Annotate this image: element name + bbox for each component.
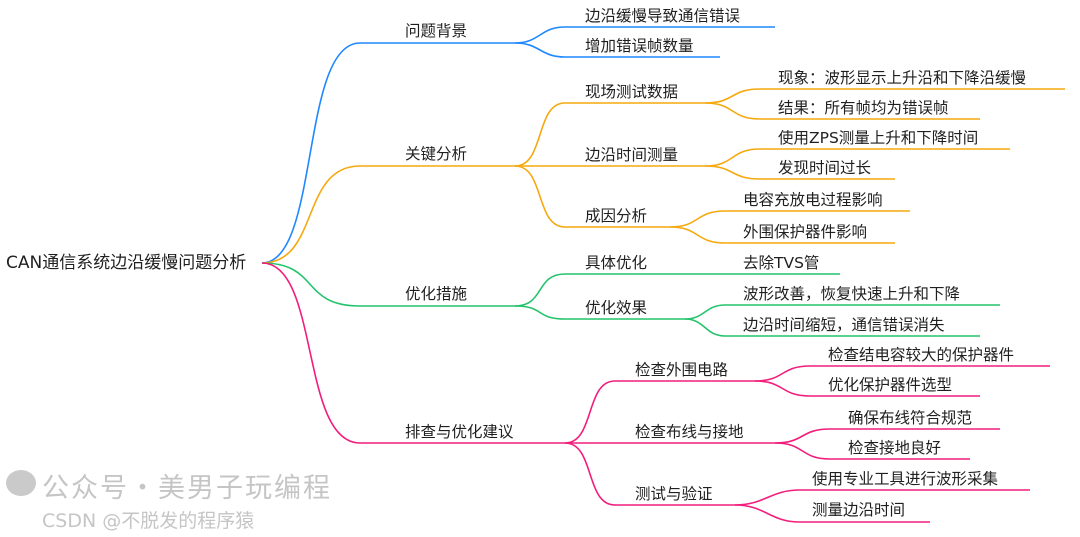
branch-node[interactable]: 关键分析 (405, 145, 468, 163)
leaf-node[interactable]: 优化保护器件选型 (828, 376, 953, 394)
leaf-node[interactable]: 边沿时间缩短，通信错误消失 (743, 316, 945, 334)
watermark-csdn: CSDN @不脱发的程序猿 (42, 510, 255, 532)
leaf-node[interactable]: 检查结电容较大的保护器件 (828, 346, 1015, 364)
branch-node[interactable]: 优化措施 (405, 285, 468, 303)
leaf-node[interactable]: 发现时间过长 (778, 159, 872, 177)
branch-lines-analysis (261, 88, 1065, 264)
sub-branch-node[interactable]: 检查布线与接地 (635, 423, 744, 441)
branch-lines-suggestions (261, 262, 1050, 523)
leaf-node[interactable]: 测量边沿时间 (812, 501, 906, 519)
sub-branch-node[interactable]: 边沿时间测量 (585, 146, 679, 164)
leaf-node[interactable]: 波形改善，恢复快速上升和下降 (743, 285, 961, 303)
wechat-icon (6, 470, 36, 496)
sub-branch-node[interactable]: 具体优化 (585, 254, 648, 272)
sub-branch-node[interactable]: 检查外围电路 (635, 361, 729, 379)
leaf-node[interactable]: 增加错误帧数量 (585, 37, 694, 55)
leaf-node[interactable]: 结果：所有帧均为错误帧 (778, 99, 949, 117)
leaf-node[interactable]: 现象：波形显示上升沿和下降沿缓慢 (778, 69, 1027, 87)
branch-node[interactable]: 排查与优化建议 (405, 423, 514, 441)
leaf-node[interactable]: 外围保护器件影响 (743, 223, 868, 241)
branch-lines-background (261, 26, 775, 264)
sub-branch-node[interactable]: 优化效果 (585, 299, 648, 317)
branch-lines-optimization (261, 262, 1000, 337)
leaf-node[interactable]: 检查接地良好 (848, 439, 942, 457)
sub-branch-node[interactable]: 测试与验证 (635, 485, 713, 503)
watermark-official-account: 公众号・美男子玩编程 (42, 473, 332, 504)
leaf-node[interactable]: 使用专业工具进行波形采集 (812, 470, 999, 488)
leaf-node[interactable]: 边沿缓慢导致通信错误 (585, 7, 741, 25)
leaf-node[interactable]: 使用ZPS测量上升和下降时间 (778, 129, 979, 147)
leaf-node[interactable]: 电容充放电过程影响 (743, 191, 883, 209)
sub-branch-node[interactable]: 成因分析 (585, 207, 648, 225)
leaf-node[interactable]: 确保布线符合规范 (848, 409, 973, 427)
branch-node[interactable]: 问题背景 (405, 22, 468, 40)
leaf-node[interactable]: 去除TVS管 (743, 254, 820, 272)
sub-branch-node[interactable]: 现场测试数据 (585, 83, 679, 101)
root-node[interactable]: CAN通信系统边沿缓慢问题分析 (6, 253, 247, 273)
